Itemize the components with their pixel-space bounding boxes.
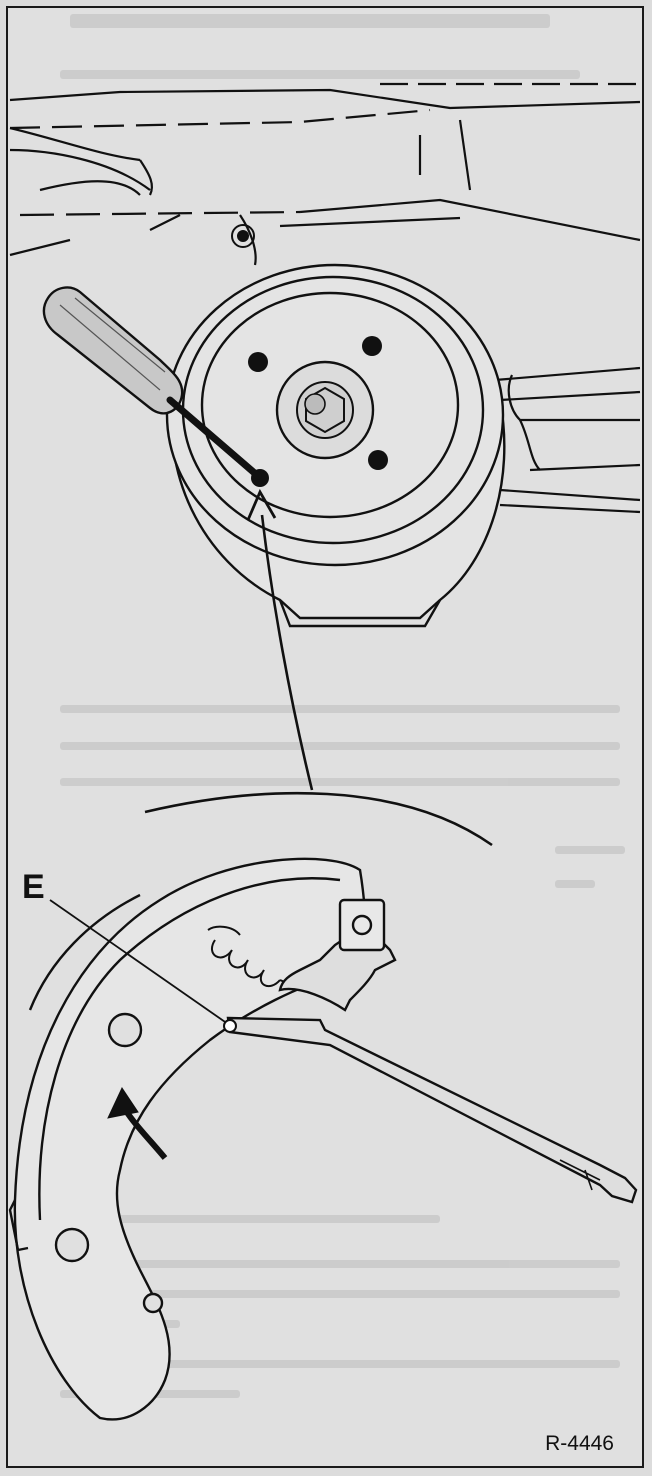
underbody-outline	[9, 82, 641, 266]
detail-arc	[144, 791, 493, 847]
figure-reference-code: R-4446	[545, 1432, 614, 1455]
ghost-text-lines	[60, 14, 625, 1398]
chassis-bolt	[231, 224, 255, 248]
suspension-arm	[494, 366, 641, 514]
adjuster-lever	[226, 898, 638, 1204]
screwdriver-icon	[42, 286, 262, 480]
pointer-arrow-icon	[246, 488, 314, 791]
brake-shoe	[8, 857, 367, 1421]
curved-arrow-icon	[107, 1086, 168, 1160]
callout-label-e: E	[22, 868, 45, 906]
callout-leader	[49, 899, 237, 1033]
